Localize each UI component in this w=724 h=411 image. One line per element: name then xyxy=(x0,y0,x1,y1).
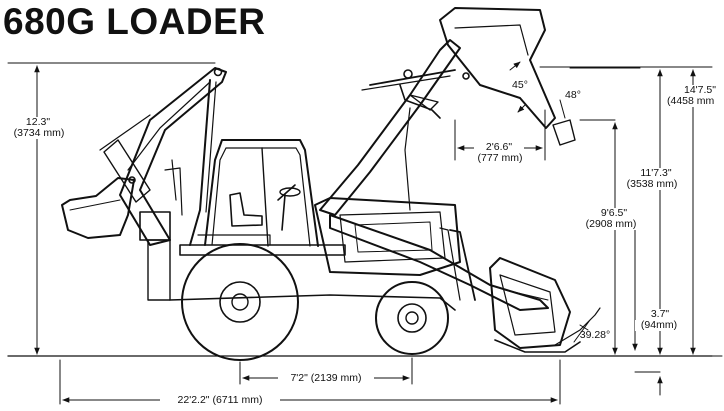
dump-clearance-mm: (2908 mm) xyxy=(578,219,644,230)
reach-ft: 2'6.6" xyxy=(474,142,524,153)
angle-48: 48° xyxy=(565,89,581,101)
dump-clearance-ft: 9'6.5" xyxy=(590,208,638,219)
backhoe-height-mm: (3734 mm) xyxy=(4,128,74,139)
wheelbase: 7'2" (2139 mm) xyxy=(278,373,374,384)
overall-length: 22'2.2" (6711 mm) xyxy=(160,395,280,406)
tractor-body xyxy=(169,139,461,311)
backhoe xyxy=(61,67,227,301)
rear-wheel xyxy=(181,243,299,361)
angle-45: 45° xyxy=(512,79,528,91)
reach-mm: (777 mm) xyxy=(468,153,532,164)
loader-arm-raised xyxy=(319,7,576,216)
rollback-angle: 39.28° xyxy=(579,329,611,341)
dimension-lines xyxy=(7,61,713,405)
backhoe-height-ft: 12.3" xyxy=(18,117,58,128)
front-wheel xyxy=(375,281,449,355)
page-title: 680G LOADER xyxy=(3,1,266,42)
overall-height-ft: 14'7.5" xyxy=(679,85,721,96)
hinge-height-ft: 11'7.3" xyxy=(630,168,682,179)
hinge-height-mm: (3538 mm) xyxy=(620,179,684,190)
loader-arm-lowered xyxy=(329,214,601,353)
dig-depth-ft: 3.7" xyxy=(643,309,677,320)
dig-depth-mm: (94mm) xyxy=(635,320,683,331)
overall-height-mm: (4458 mm xyxy=(667,96,724,107)
